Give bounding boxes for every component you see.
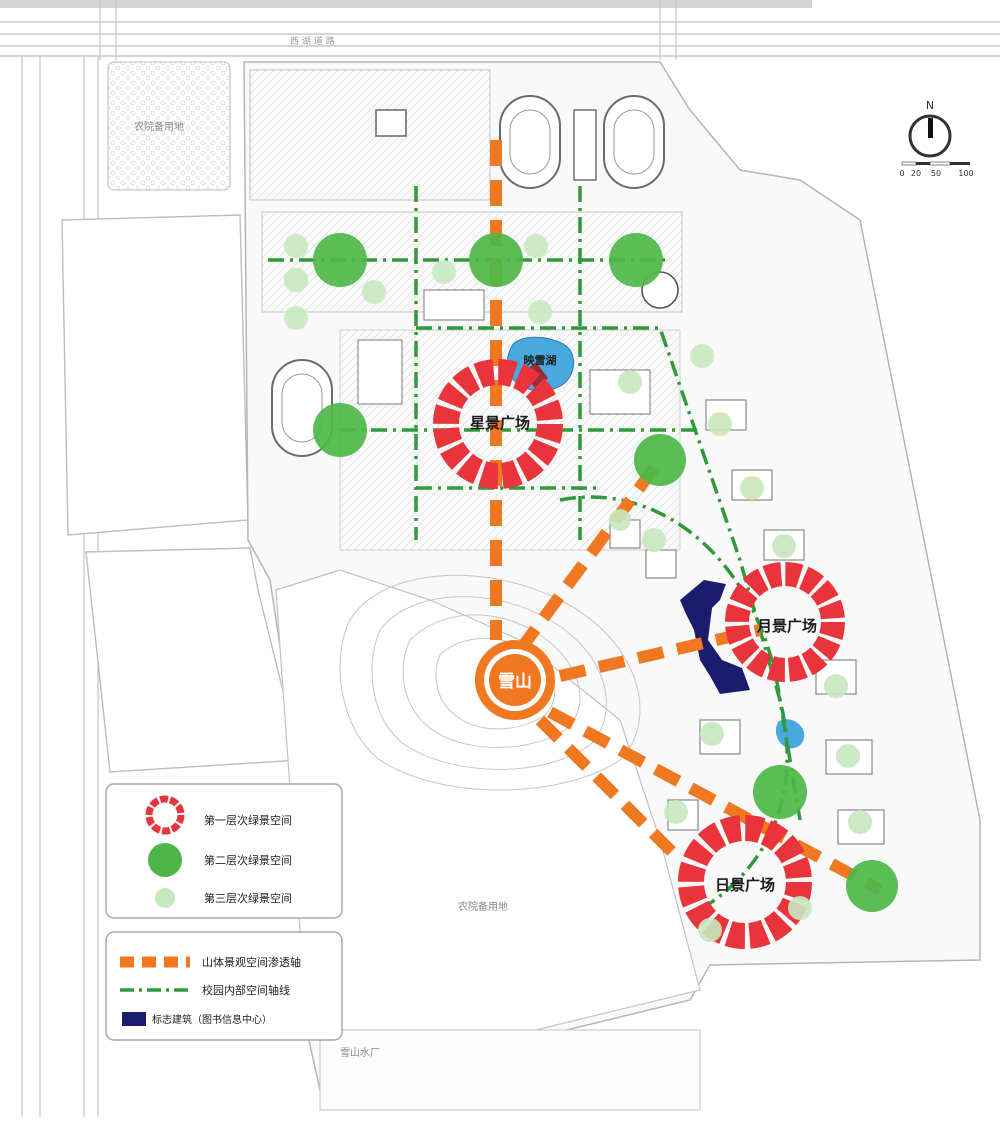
third-level-green-circle <box>848 810 872 834</box>
mountain-center-inner <box>489 654 541 706</box>
third-level-green-circle <box>284 268 308 292</box>
orange-axis-east <box>558 624 762 682</box>
third-level-green-circle <box>824 674 848 698</box>
track-1-field <box>509 109 551 175</box>
third-level-green-circle <box>618 370 642 394</box>
mountain-label: 雪山 <box>498 672 532 692</box>
third-level-green-circle <box>700 722 724 746</box>
star-plaza-ring <box>433 359 563 489</box>
admin-building <box>357 339 403 405</box>
second-level-green-circle <box>846 860 898 912</box>
second-level-green <box>313 233 898 912</box>
third-level-green-circle <box>524 234 548 258</box>
third-level-green-circle <box>698 918 722 942</box>
second-level-green-circle <box>313 233 367 287</box>
reserve-label-bottom: 农院备用地 <box>458 900 508 913</box>
top-road <box>0 21 1000 57</box>
legend-ring-shape <box>145 795 185 835</box>
orange-axis-southeast <box>547 706 883 896</box>
reserve-land-top-left <box>107 61 231 191</box>
third-level-green-circle <box>362 280 386 304</box>
third-level-green-circle <box>788 896 812 920</box>
legend-green-axis-label: 校园内部空间轴线 <box>202 983 290 997</box>
compass: N <box>908 99 952 158</box>
third-level-green-circle <box>609 509 631 531</box>
top-edge-bar <box>0 0 812 8</box>
track-west-field <box>281 373 323 443</box>
legend-landmark-label: 标志建筑（图书信息中心） <box>152 1013 272 1026</box>
third-level-green-circle <box>664 800 688 824</box>
third-level-green-circle <box>708 412 732 436</box>
north-building <box>375 109 407 137</box>
legend-first-level-label: 第一层次绿景空间 <box>204 813 292 827</box>
legend-second-level-label: 第二层次绿景空间 <box>204 853 292 867</box>
second-level-green-circle <box>753 765 807 819</box>
gym-building <box>573 109 597 181</box>
sun-plaza-label: 日景广场 <box>715 876 775 894</box>
third-level-green-circle <box>690 344 714 368</box>
water-plant <box>319 1029 701 1111</box>
third-level-green-circle <box>528 300 552 324</box>
mountain-penetration-axes <box>490 140 883 896</box>
second-level-green-circle <box>634 434 686 486</box>
legend-landmark-icon <box>122 1012 146 1026</box>
legend-first-level-icon <box>145 795 185 835</box>
third-level-green-circle <box>642 528 666 552</box>
scale-tick-50: 50 <box>931 169 941 178</box>
track-2-field <box>613 109 655 175</box>
scale-tick-20: 20 <box>911 169 921 178</box>
dorm-block-north <box>249 69 491 201</box>
third-level-green-circle <box>284 234 308 258</box>
legend-orange-axis-label: 山体景观空间渗透轴 <box>202 955 301 969</box>
legend-third-level-label: 第三层次绿景空间 <box>204 891 292 905</box>
west-field-lower <box>85 547 301 773</box>
second-level-green-circle <box>609 233 663 287</box>
teaching-building <box>423 289 485 321</box>
first-level-plazas <box>433 359 845 949</box>
third-level-green <box>284 234 872 942</box>
third-level-green-circle <box>740 476 764 500</box>
orange-axis-south <box>535 715 685 865</box>
north-label: N <box>926 99 934 112</box>
landmark-library-building <box>680 580 750 694</box>
third-level-green-circle <box>432 260 456 284</box>
mountain-contours <box>339 574 641 791</box>
moon-plaza-label: 月景广场 <box>756 617 817 635</box>
sun-plaza-ring <box>678 815 812 949</box>
scale-bar: 0 20 50 100 <box>899 161 974 178</box>
water-plant-label: 雪山水厂 <box>340 1047 380 1059</box>
road-label: 西 湖 道 路 <box>290 35 335 47</box>
legend-green-levels: 第一层次绿景空间 第二层次绿景空间 第三层次绿景空间 <box>105 783 343 919</box>
legend-axes: 山体景观空间渗透轴 校园内部空间轴线 标志建筑（图书信息中心） <box>105 931 343 1041</box>
legend-third-level-icon <box>155 888 175 908</box>
west-field-upper <box>61 214 249 536</box>
scale-tick-100: 100 <box>958 169 973 178</box>
star-plaza-label: 星景广场 <box>470 414 530 432</box>
second-level-green-circle <box>469 233 523 287</box>
lake-label: 映雪湖 <box>524 353 557 367</box>
third-level-green-circle <box>836 744 860 768</box>
third-level-green-circle <box>284 306 308 330</box>
moon-plaza-ring <box>725 562 845 682</box>
third-level-green-circle <box>772 534 796 558</box>
axis-arc <box>559 495 789 912</box>
legend-second-level-icon <box>148 843 182 877</box>
second-level-green-circle <box>313 403 367 457</box>
scale-tick-0: 0 <box>899 169 904 178</box>
reserve-label-top: 农院备用地 <box>134 120 184 133</box>
